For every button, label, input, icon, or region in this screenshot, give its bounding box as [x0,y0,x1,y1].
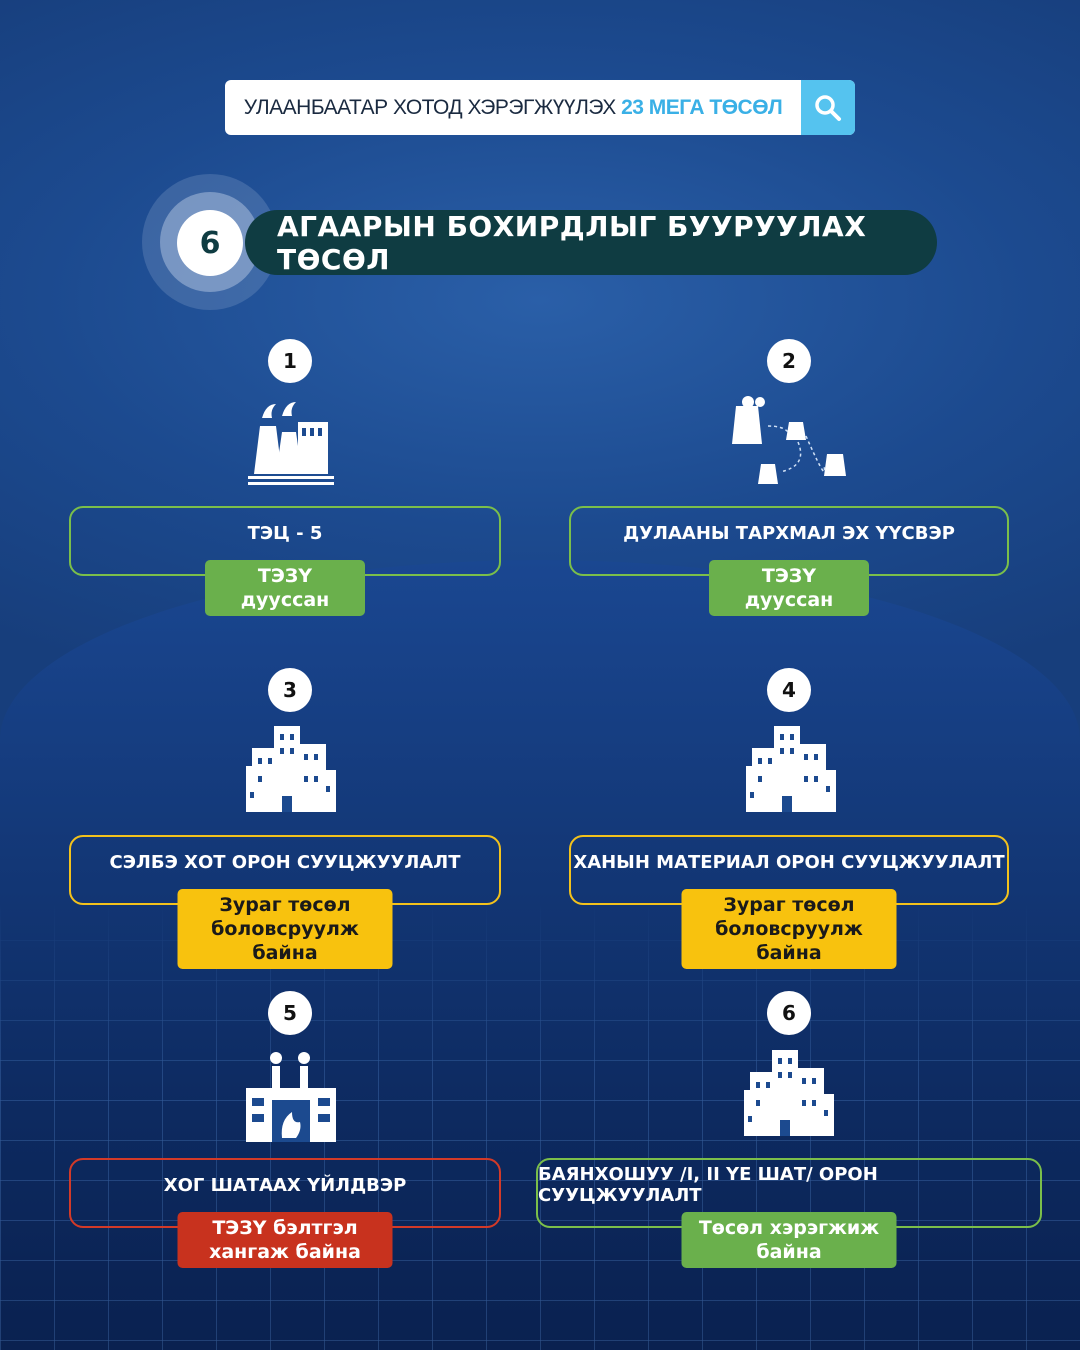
project-number: 5 [268,991,312,1035]
project-title: ТЭЦ - 5 [247,522,323,544]
incinerator-icon [246,1050,336,1146]
project-title: ХОГ ШАТААХ ҮЙЛДВЭР [163,1174,407,1196]
project-title: ХАНЫН МАТЕРИАЛ ОРОН СУУЦЖУУЛАЛТ [573,851,1005,873]
project-number: 3 [268,668,312,712]
background-grid [0,900,1080,1350]
project-card[interactable]: БАЯНХОШУУ /I, II ҮЕ ШАТ/ ОРОН СУУЦЖУУЛАЛ… [536,1158,1042,1228]
power-plant-icon [246,396,336,490]
search-text: УЛААНБААТАР ХОТОД ХЭРЭГЖҮҮЛЭХ 23 МЕГА ТӨ… [243,95,783,119]
project-title: ДУЛААНЫ ТАРХМАЛ ЭХ ҮҮСВЭР [623,522,955,544]
status-badge: Зураг төсөл боловсруулж байна [681,889,897,969]
project-number: 1 [268,339,312,383]
section-number: 6 [177,210,243,276]
search-bar[interactable]: УЛААНБААТАР ХОТОД ХЭРЭГЖҮҮЛЭХ 23 МЕГА ТӨ… [225,80,855,135]
distributed-heat-icon [728,396,858,492]
project-title: БАЯНХОШУУ /I, II ҮЕ ШАТ/ ОРОН СУУЦЖУУЛАЛ… [538,1164,878,1206]
section-title: АГААРЫН БОХИРДЛЫГ БУУРУУЛАХ ТӨСӨЛ [245,210,937,276]
status-badge: ТЭЗҮ бэлтгэл хангаж байна [177,1212,393,1268]
search-button[interactable] [801,80,855,135]
status-badge: ТЭЗҮ дууссан [709,560,869,616]
buildings-icon [744,1050,836,1142]
status-badge: Төсөл хэрэгжиж байна [681,1212,897,1268]
project-title: СЭЛБЭ ХОТ ОРОН СУУЦЖУУЛАЛТ [109,851,461,873]
project-number: 4 [767,668,811,712]
project-number: 2 [767,339,811,383]
buildings-icon [246,726,338,818]
status-badge: Зураг төсөл боловсруулж байна [177,889,393,969]
project-number: 6 [767,991,811,1035]
buildings-icon [746,726,838,818]
search-icon [815,94,841,121]
status-badge: ТЭЗҮ дууссан [205,560,365,616]
